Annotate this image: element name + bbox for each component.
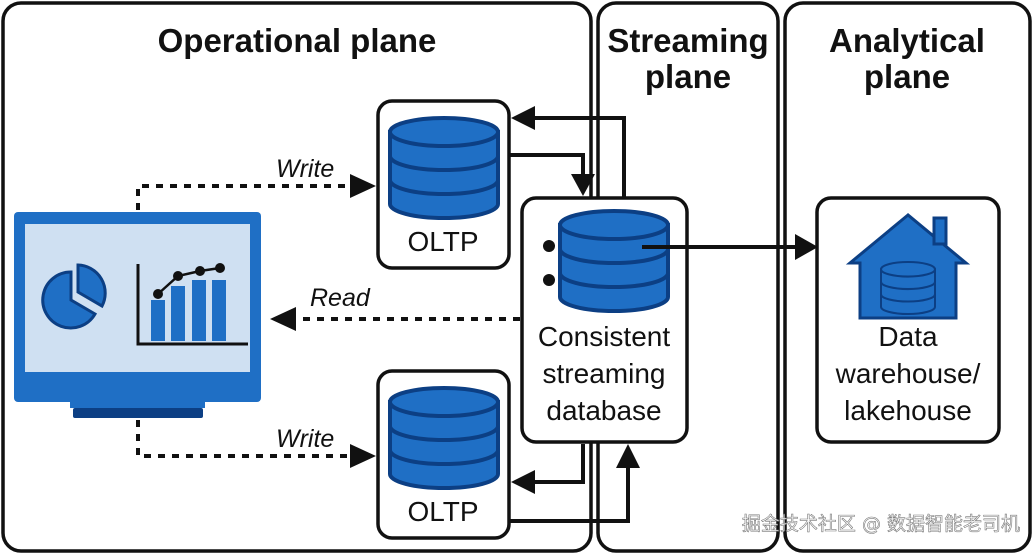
database-icon: [388, 386, 500, 490]
watermark-text: 掘金技术社区 @ 数据智能老司机: [742, 513, 1020, 535]
warehouse-house-icon: [845, 213, 971, 320]
streaming-db-label-line1: Consistent: [538, 321, 671, 352]
streaming-plane-title-line2: plane: [645, 58, 731, 95]
database-icon: [388, 116, 500, 220]
oltp-node-bottom: OLTP: [376, 369, 511, 540]
streaming-db-label-line2: streaming: [543, 358, 666, 389]
pie-chart-icon: [41, 263, 107, 330]
write-top-label: Write: [276, 155, 334, 183]
analytical-plane-title-line2: plane: [864, 58, 950, 95]
streaming-database-node: Consistent streaming database: [520, 196, 689, 444]
oltp-node-top: OLTP: [376, 99, 511, 270]
oltp-top-label: OLTP: [407, 226, 478, 257]
analytical-plane-title-line1: Analytical: [829, 22, 985, 59]
stream-to-oltp-top-arrow: [511, 106, 626, 198]
read-label: Read: [310, 284, 371, 312]
streaming-database-icon: [558, 209, 670, 313]
stream-to-oltp-bottom-arrow: [511, 444, 585, 494]
write-bottom-label: Write: [276, 425, 334, 453]
warehouse-node: Data warehouse/ lakehouse: [815, 196, 1001, 444]
write-top-connector: [136, 174, 376, 210]
streaming-plane-title-line1: Streaming: [607, 22, 768, 59]
oltp-bottom-label: OLTP: [407, 496, 478, 527]
read-connector: [270, 307, 520, 331]
stream-to-warehouse-arrow: [642, 234, 818, 260]
analytical-plane-frame: [783, 1, 1032, 553]
operational-plane-title: Operational plane: [158, 22, 437, 59]
write-bottom-connector: [136, 420, 376, 468]
warehouse-label-line1: Data: [878, 321, 938, 352]
oltp-bottom-to-stream-arrow: [509, 444, 640, 523]
bar-chart-icon: [136, 263, 248, 346]
streaming-db-label-line3: database: [546, 395, 661, 426]
dashboard-monitor-icon: [14, 212, 261, 418]
oltp-top-to-stream-arrow: [509, 153, 595, 196]
warehouse-label-line2: warehouse/: [835, 358, 981, 389]
warehouse-label-line3: lakehouse: [844, 395, 972, 426]
